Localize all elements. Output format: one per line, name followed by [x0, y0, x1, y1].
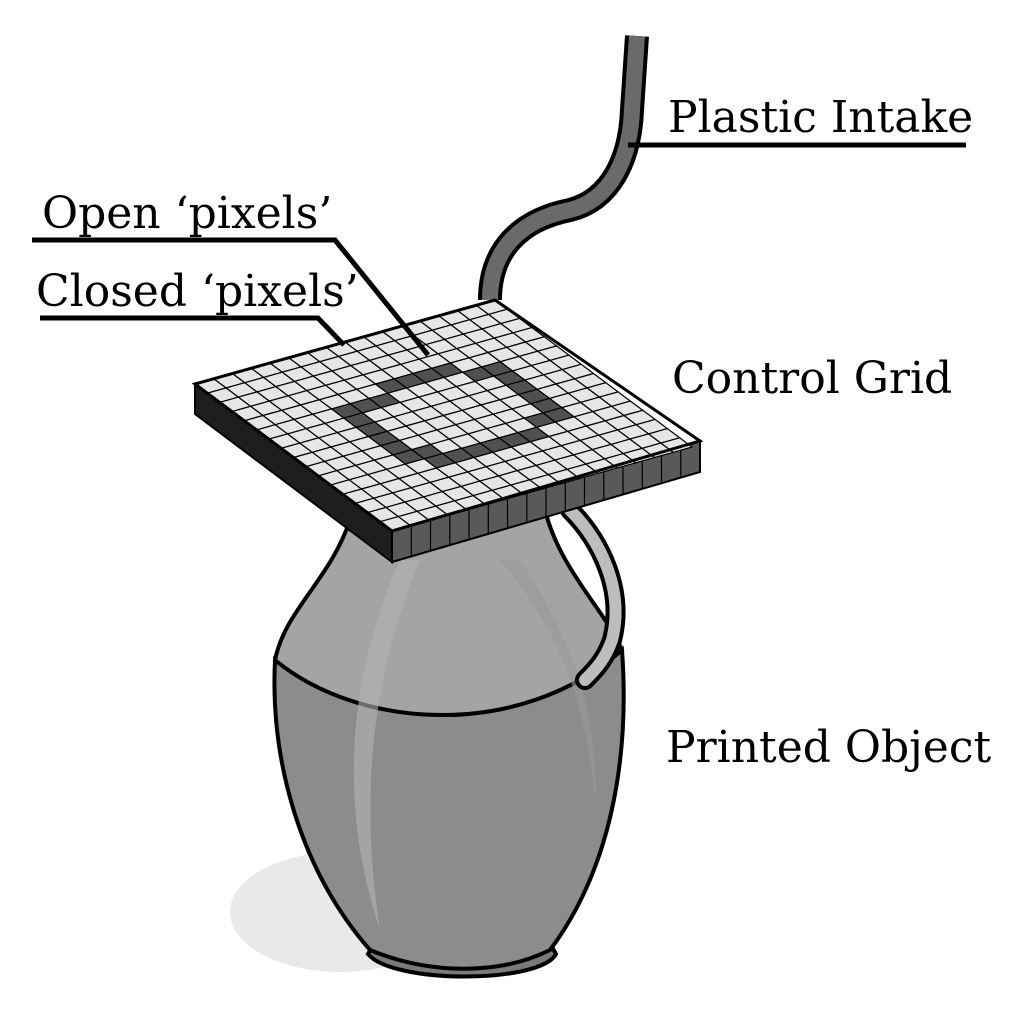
open-pixels-leader — [32, 237, 430, 357]
printed-object-label: Printed Object — [666, 722, 991, 773]
plastic-intake-label: Plastic Intake — [668, 92, 973, 143]
vase-upper-body — [272, 507, 625, 717]
closed-pixels-label: Closed ‘pixels’ — [36, 266, 359, 317]
control-grid-top — [193, 299, 694, 532]
grid-front-dividers — [410, 446, 682, 557]
intake-tube — [482, 35, 645, 301]
open-pixels-label: Open ‘pixels’ — [42, 188, 332, 239]
handle-tube — [564, 504, 622, 686]
closed-pixels-leader — [40, 315, 346, 347]
grid-top-outline — [191, 298, 704, 533]
control-grid-label: Control Grid — [672, 353, 952, 404]
vase-highlight — [353, 560, 420, 930]
